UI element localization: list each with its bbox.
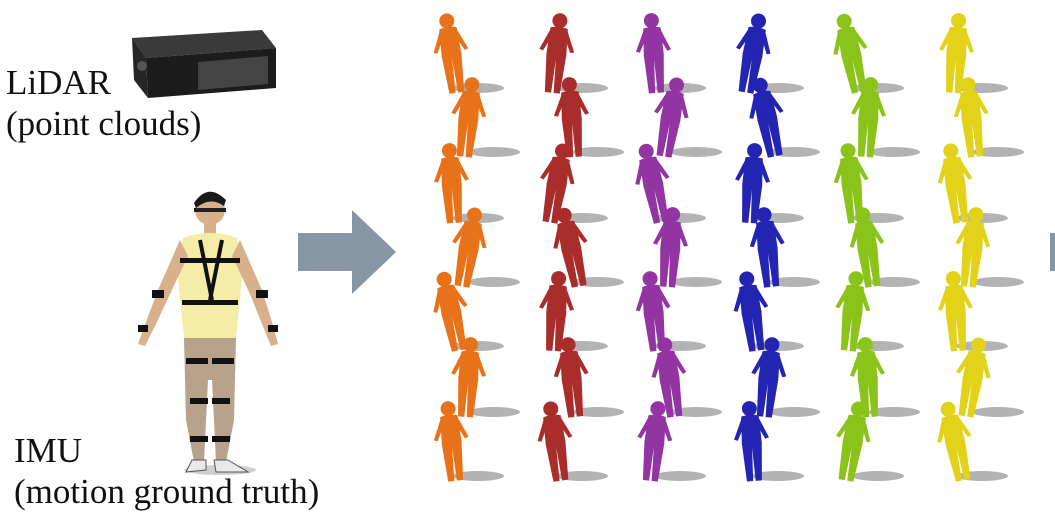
figure-shadow [670,407,722,417]
human-mesh-icon [731,399,772,483]
human-mesh-icon [633,11,674,95]
imu-title: IMU [14,431,83,470]
figure-shadow [468,277,520,287]
figure-shadow [972,147,1024,157]
figure-shadow [670,277,722,287]
figure-shadow [556,471,608,481]
figure-shadow [468,147,520,157]
figure-shadow [972,277,1024,287]
right-arrow-icon [298,210,396,294]
figure-shadow [868,277,920,287]
figure-shadow [868,407,920,417]
figure-shadow [868,147,920,157]
figure-shadow [768,407,820,417]
imu-suit-person-icon [138,191,278,475]
human-mesh-icon [935,269,976,353]
figure-shadow [468,407,520,417]
lidar-subtitle: (point clouds) [6,104,202,143]
imu-label-block: IMU (motion ground truth) [14,430,319,512]
figure-shadow [972,407,1024,417]
figure-shadow [452,471,504,481]
lidar-title: LiDAR [6,63,111,102]
figure-shadow [670,147,722,157]
figure-shadow [768,277,820,287]
right-arrow-edge [1050,233,1055,271]
human-mesh-icon [728,10,778,96]
human-mesh-grid [425,10,1024,484]
human-mesh-icon [429,399,474,483]
figure-shadow [572,147,624,157]
figure-shadow [852,471,904,481]
lidar-sensor-icon [132,30,276,98]
lidar-label-block: LiDAR (point clouds) [6,62,201,144]
figure-shadow [752,471,804,481]
figure-shadow [654,471,706,481]
imu-subtitle: (motion ground truth) [14,472,320,511]
figure-shadow [572,407,624,417]
